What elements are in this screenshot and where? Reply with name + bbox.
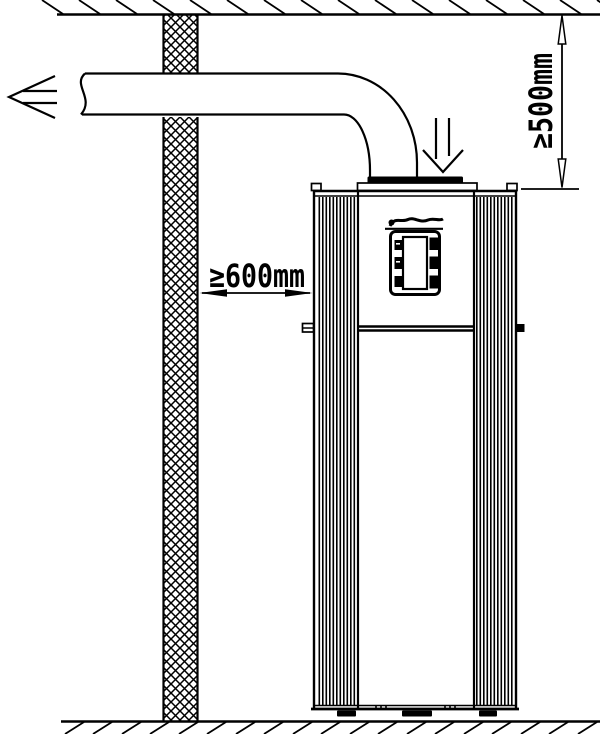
wall-clearance-label: ≥600mm xyxy=(209,257,305,295)
ceiling-clearance-label: ≥500mm xyxy=(522,53,560,149)
panel-button xyxy=(429,275,438,289)
panel-button xyxy=(394,276,402,287)
brand-logo-icon xyxy=(385,217,444,230)
ceiling-hatch xyxy=(41,0,600,15)
top-platform xyxy=(356,182,478,192)
panel-button xyxy=(429,237,438,250)
airflow-out-arrow-icon xyxy=(6,74,57,120)
bottom-fittings xyxy=(375,705,456,710)
dim-arrowhead-up xyxy=(557,15,567,45)
panel-button xyxy=(394,240,402,250)
dimension-ceiling-clearance: ≥500mm xyxy=(521,15,579,190)
dimension-wall-clearance: ≥600mm xyxy=(199,257,313,297)
top-lip-left xyxy=(310,182,322,192)
heat-pump-water-heater xyxy=(301,176,525,717)
unit-feet xyxy=(337,710,497,717)
ceiling xyxy=(41,0,600,16)
duct-collar xyxy=(367,176,463,184)
dim-arrowhead-right xyxy=(285,289,313,297)
duct-break-line xyxy=(79,72,87,116)
floor xyxy=(61,720,600,734)
right-side-tab xyxy=(515,324,525,332)
dim-arrowhead-left xyxy=(199,289,227,297)
floor-hatch xyxy=(64,721,598,734)
dim-arrowhead-down xyxy=(557,158,567,188)
duct-outer-line xyxy=(85,72,419,177)
top-lip-right xyxy=(506,182,518,192)
side-tabs xyxy=(301,322,525,333)
front-panel-seam xyxy=(358,325,474,332)
duct-inner-line xyxy=(82,113,372,177)
control-panel xyxy=(389,230,441,296)
panel-button xyxy=(429,256,438,269)
airflow-in-arrow-icon xyxy=(422,118,464,174)
exhaust-duct xyxy=(79,72,419,177)
right-air-grille xyxy=(475,197,514,705)
left-air-grille xyxy=(318,197,357,705)
wall xyxy=(162,14,199,721)
control-panel-display xyxy=(401,235,429,291)
panel-button xyxy=(394,257,402,269)
